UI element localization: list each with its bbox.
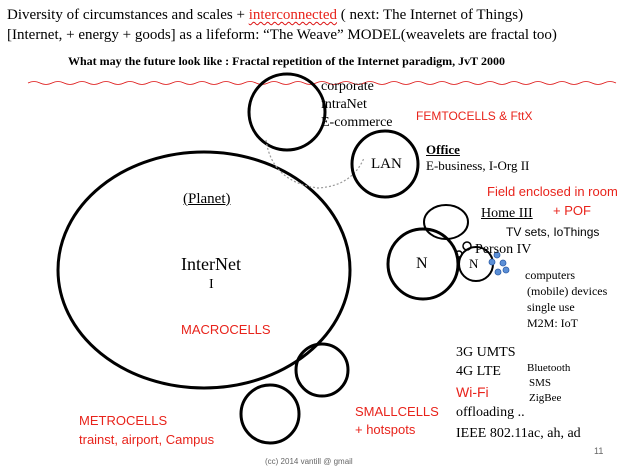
macrocells-label: MACROCELLS [181,322,271,337]
offloading-label: offloading .. [456,405,525,420]
decorative-wave-line [27,81,617,85]
smallcells-label: SMALLCELLS [355,404,439,419]
tiny-bubble [455,250,463,258]
3g-umts-label: 3G UMTS [456,345,516,360]
zigbee-label: ZigBee [529,392,562,404]
sms-label: SMS [529,377,552,389]
n-small-label: N [469,256,479,271]
footer-copyright: (cc) 2014 vantill @ gmail [265,457,353,466]
corporate-circle [247,72,327,152]
header-line-1-part-a: Diversity of circumstances and scales + [7,7,249,23]
ieee-label: IEEE 802.11ac, ah, ad [456,426,581,441]
header-line-1-interconnected: interconnected [248,7,338,23]
intranet-label: intraNet [321,97,367,112]
lan-label: LAN [371,156,402,172]
internet-planet-ellipse [56,150,352,390]
m2m-label: M2M: IoT [527,316,578,330]
tiny-bubble [462,241,472,251]
hotspots-label: + hotspots [355,422,416,437]
bluetooth-label: Bluetooth [527,362,571,374]
4g-lte-label: 4G LTE [456,364,501,379]
header-line-1-part-c: ( next: The Internet of Things) [337,7,524,23]
computers-label: computers [525,268,575,282]
ecommerce-label: E-commerce [321,115,393,130]
field-enclosed-label: Field enclosed in room [487,184,618,199]
subtitle: What may the future look like : Fractal … [68,54,505,68]
corporate-label: corporate [321,79,374,94]
header-line-1: Diversity of circumstances and scales + … [7,7,523,24]
metrocells-circle [239,383,301,445]
office-title: Office [426,142,460,157]
home-bubble [423,204,469,240]
tv-sets-label: TV sets, IoThings [506,225,600,239]
office-subtitle: E-business, I-Org II [426,158,530,173]
blue-node-cluster [488,251,510,276]
n-big-label: N [416,255,428,272]
smallcells-circle [294,342,350,398]
wifi-label: Wi-Fi [456,384,489,400]
femtocells-label: FEMTOCELLS & FttX [416,109,532,123]
header-line-2: [Internet, + energy + goods] as a lifefo… [7,27,557,43]
femtocells-text: FEMTOCELLS & FttX [416,109,533,123]
person-label: Person IV [475,242,532,257]
dotted-arc [265,139,365,189]
planet-label: (Planet) [183,191,231,207]
page-number: 11 [594,446,604,456]
mobile-devices-label: (mobile) devices [527,284,608,298]
metrocells-sites-label: trainst, airport, Campus [79,432,215,447]
internet-level-label: I [209,277,214,292]
home-label: Home III [481,206,533,221]
pof-label: + POF [553,203,591,218]
internet-label: InterNet [181,254,241,274]
metrocells-label: METROCELLS [79,413,168,428]
lan-circle [350,129,420,199]
single-use-label: single use [527,300,575,314]
